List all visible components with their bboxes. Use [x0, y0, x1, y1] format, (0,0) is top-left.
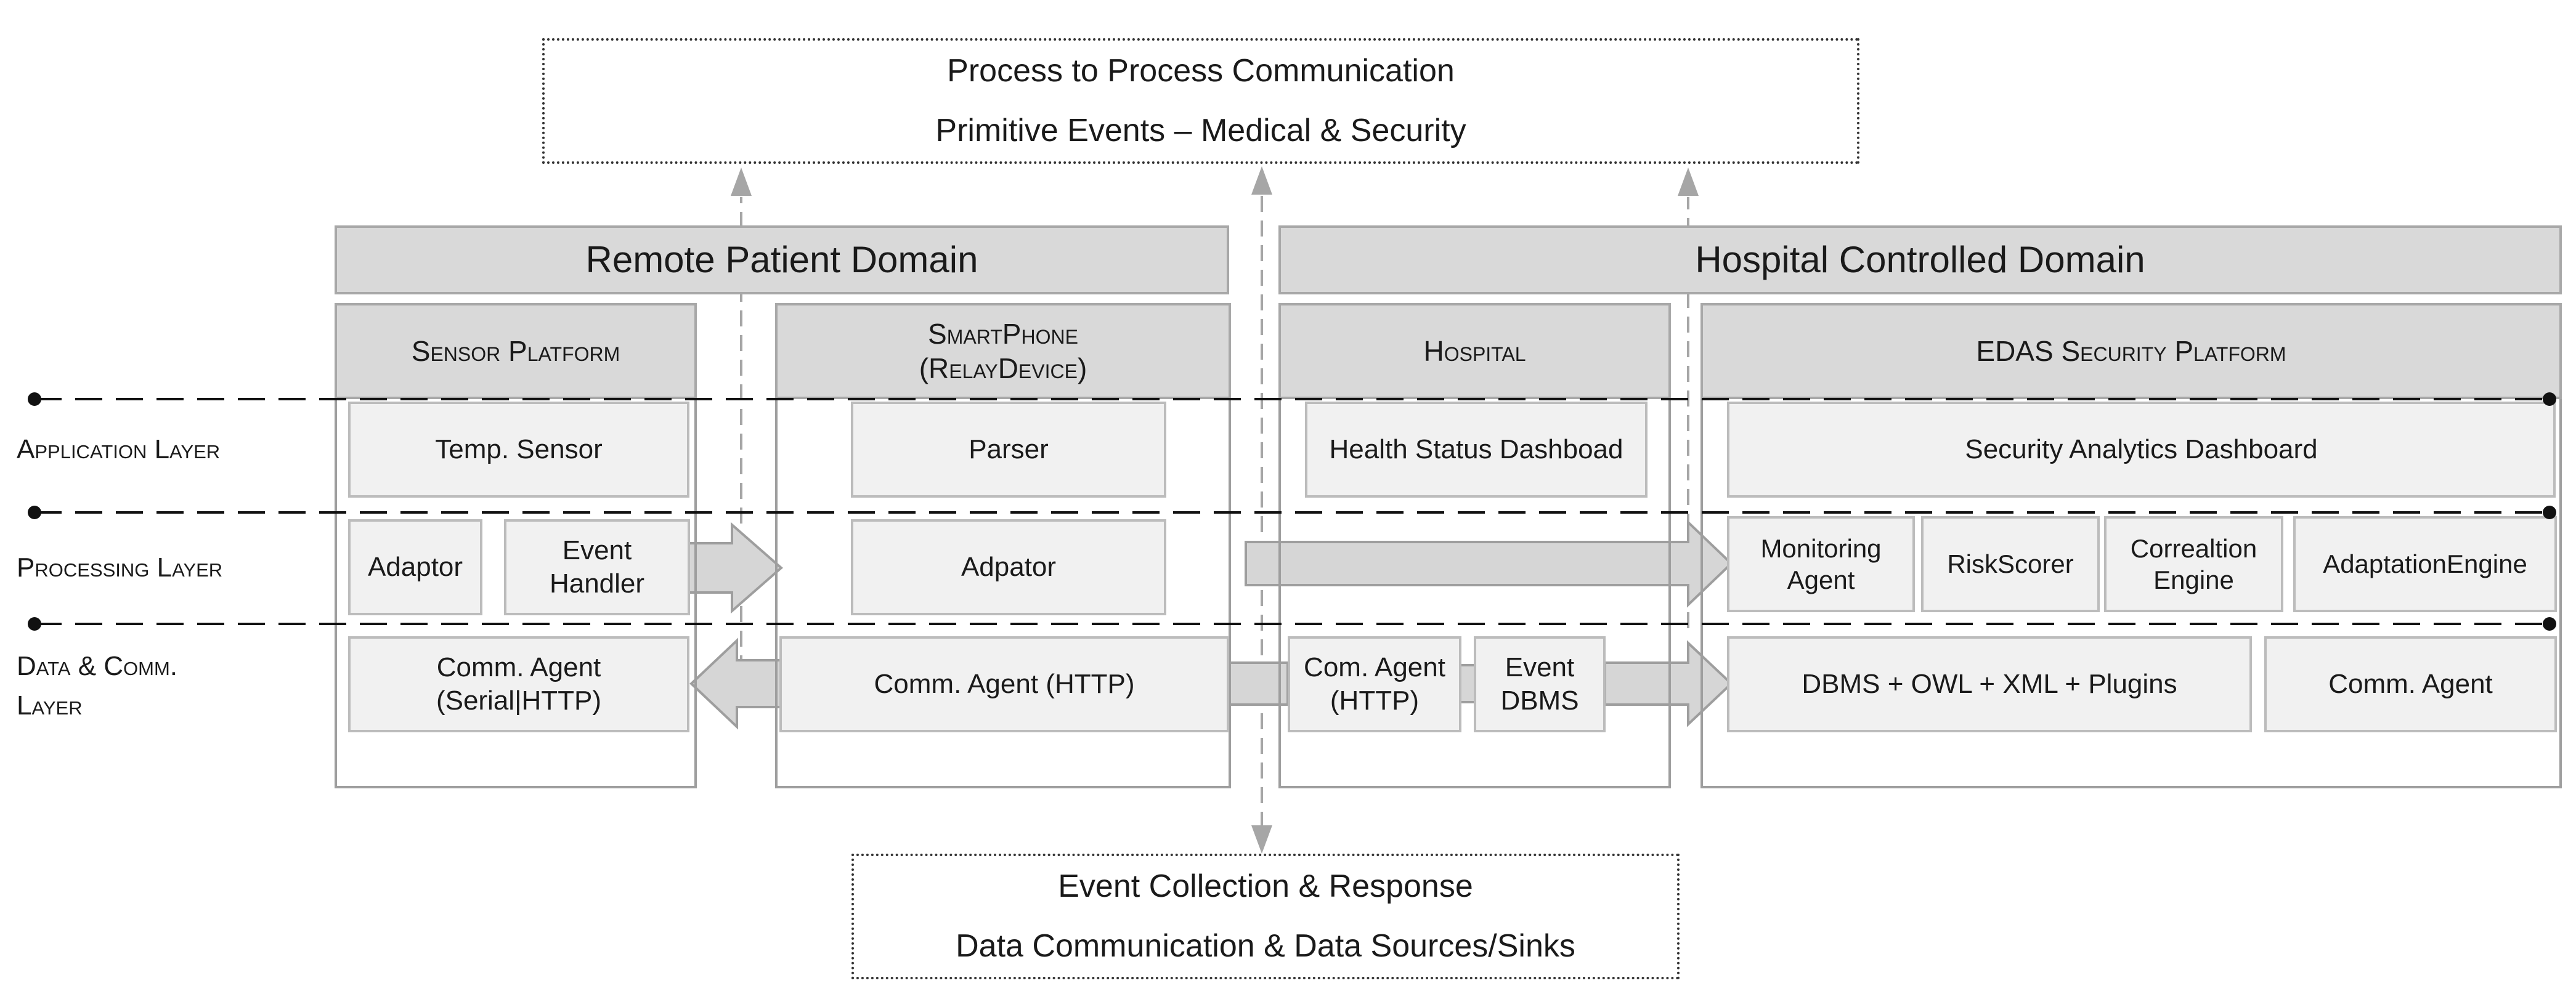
adpator-label: Adpator [961, 552, 1057, 583]
monitoring-agent-label-2: Agent [1787, 565, 1855, 594]
adaptation-engine-label: AdaptationEngine [2323, 549, 2527, 579]
adpator-box: Adpator [851, 519, 1166, 615]
event-dbms-label-1: Event [1505, 652, 1575, 683]
risk-scorer-box: RiskScorer [1921, 516, 2100, 612]
comm-agent-serial-label-2: (Serial|HTTP) [436, 686, 602, 716]
remote-patient-domain-header: Remote Patient Domain [335, 225, 1229, 294]
data-communication-text: Data Communication & Data Sources/Sinks [956, 928, 1575, 964]
adaptor-label: Adaptor [367, 552, 463, 583]
event-handler-box: Event Handler [504, 519, 690, 615]
event-handler-label-1: Event [562, 535, 632, 566]
hospital-controlled-domain-title: Hospital Controlled Domain [1695, 239, 2145, 281]
monitoring-agent-label-1: Monitoring [1760, 533, 1882, 563]
primitive-events-text: Primitive Events – Medical & Security [935, 113, 1466, 148]
monitoring-agent-box: Monitoring Agent [1727, 516, 1915, 612]
block-arrows [688, 519, 1733, 730]
edas-platform-title: EDAS Security Platform [1976, 334, 2286, 367]
health-status-dashboard-label: Health Status Dashboad [1329, 434, 1623, 465]
smartphone-title: SmartPhone [928, 317, 1078, 350]
process-communication-box: Process to Process Communication Primiti… [542, 38, 1859, 164]
hospital-header: Hospital [1278, 303, 1671, 399]
correlation-engine-label-2: Engine [2153, 565, 2234, 594]
hospital-title: Hospital [1423, 334, 1526, 367]
data-comm-layer-label: Data & Comm. Layer [17, 647, 312, 726]
relay-device-subtitle: (RelayDevice) [919, 352, 1087, 384]
data-comm-layer-text-1: Data & Comm. [17, 651, 178, 681]
security-analytics-dashboard-label: Security Analytics Dashboard [1965, 434, 2318, 465]
parser-label: Parser [969, 434, 1049, 465]
data-comm-layer-text-2: Layer [17, 690, 83, 721]
processing-layer-label: Processing Layer [17, 548, 312, 588]
dbms-owl-xml-label: DBMS + OWL + XML + Plugins [1802, 669, 2177, 700]
adaptation-engine-box: AdaptationEngine [2293, 516, 2557, 612]
temp-sensor-box: Temp. Sensor [348, 402, 689, 498]
processing-layer-text: Processing Layer [17, 552, 223, 583]
comm-agent-label: Comm. Agent [2328, 669, 2493, 700]
arrow-smartphone-to-sensor [689, 637, 784, 730]
com-agent-http-label-2: (HTTP) [1330, 686, 1420, 716]
application-layer-label: Application Layer [17, 430, 312, 469]
comm-agent-serial-label-1: Comm. Agent [436, 652, 601, 683]
com-agent-http-box: Com. Agent (HTTP) [1288, 636, 1461, 732]
comm-agent-serial-box: Comm. Agent (Serial|HTTP) [348, 636, 689, 732]
arrow-processing-to-monitoring [1245, 519, 1733, 608]
health-status-dashboard-box: Health Status Dashboad [1305, 402, 1648, 498]
comm-agent-http-box: Comm. Agent (HTTP) [779, 636, 1229, 732]
smartphone-header: SmartPhone (RelayDevice) [775, 303, 1231, 399]
remote-patient-domain-title: Remote Patient Domain [585, 239, 978, 281]
com-agent-http-label-1: Com. Agent [1304, 652, 1445, 683]
event-dbms-label-2: DBMS [1500, 686, 1579, 716]
temp-sensor-label: Temp. Sensor [435, 434, 603, 465]
risk-scorer-label: RiskScorer [1947, 549, 2074, 579]
sensor-platform-header: Sensor Platform [335, 303, 697, 399]
comm-agent-http-label: Comm. Agent (HTTP) [874, 669, 1135, 700]
arrow-eventdbms-to-edas [1604, 640, 1733, 727]
parser-box: Parser [851, 402, 1166, 498]
application-layer-text: Application Layer [17, 434, 221, 464]
dbms-owl-xml-box: DBMS + OWL + XML + Plugins [1727, 636, 2252, 732]
edas-platform-header: EDAS Security Platform [1700, 303, 2562, 399]
event-handler-label-2: Handler [549, 568, 645, 599]
hospital-controlled-domain-header: Hospital Controlled Domain [1278, 225, 2562, 294]
correlation-engine-label-1: Correaltion [2130, 533, 2257, 563]
event-dbms-box: Event DBMS [1474, 636, 1606, 732]
arrowhead-hospital-up [1678, 168, 1699, 196]
comm-agent-box: Comm. Agent [2264, 636, 2557, 732]
security-analytics-dashboard-box: Security Analytics Dashboard [1727, 402, 2556, 498]
event-collection-title: Event Collection & Response [1058, 868, 1473, 904]
arrow-event-handler-to-smartphone [688, 522, 784, 614]
correlation-engine-box: Correaltion Engine [2104, 516, 2283, 612]
sensor-platform-title: Sensor Platform [411, 334, 620, 367]
event-collection-box: Event Collection & Response Data Communi… [851, 854, 1680, 979]
arrowhead-center-down [1251, 825, 1272, 854]
process-communication-title: Process to Process Communication [947, 52, 1455, 89]
arrowhead-center-up [1251, 166, 1272, 195]
arrowhead-sensor-up [731, 168, 752, 196]
adaptor-box: Adaptor [348, 519, 482, 615]
